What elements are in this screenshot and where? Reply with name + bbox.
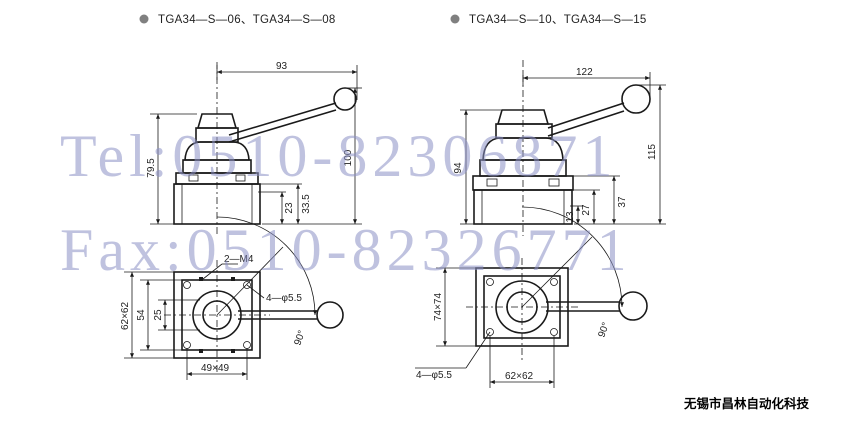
right-dim-height-total: 115 (647, 144, 658, 160)
left-dim-outer-square: 62×62 (120, 302, 131, 331)
right-model-title: TGA34—S—10、TGA34—S—15 (469, 14, 647, 26)
right-dim-height-body: 94 (453, 162, 464, 174)
right-dim-height-mid: 27 (581, 204, 592, 216)
left-title-group: TGA34—S—06、TGA34—S—08 (139, 14, 336, 26)
right-dim-height-base: 37 (617, 196, 628, 208)
left-model-title: TGA34—S—06、TGA34—S—08 (158, 14, 336, 26)
left-plan-handle-ball (316, 301, 344, 329)
left-plan-view: 90° 2—M4 4—φ5.5 62×62 54 25 49×49 (120, 216, 344, 380)
left-dim-height-body: 79.5 (146, 158, 157, 178)
right-title-group: TGA34—S—10、TGA34—S—15 (450, 14, 647, 26)
company-name: 无锡市昌林自动化科技 (683, 396, 810, 411)
right-dim-angle: 90° (596, 321, 612, 339)
right-dim-height-low: 13 (565, 211, 576, 223)
left-dim-inner-h: 54 (136, 309, 147, 321)
left-elevation-view: 93 100 79.5 33.5 23 (146, 61, 362, 236)
right-dim-outer-square: 74×74 (433, 293, 444, 322)
left-dim-bottom-square: 49×49 (201, 363, 230, 374)
right-handle-ball (621, 84, 651, 114)
right-plan-handle-ball (618, 291, 648, 321)
left-handle-ball (333, 87, 357, 111)
right-dim-width: 122 (576, 67, 593, 78)
left-dim-height-base-low: 23 (284, 202, 295, 214)
right-plan-view: 90° 74×74 4—φ5.5 62×62 (415, 206, 648, 388)
left-dim-port-h: 25 (153, 309, 164, 321)
watermark-fax: Fax:0510-82326771 (60, 217, 632, 283)
left-dim-height-base: 33.5 (301, 194, 312, 214)
left-dim-height-total: 100 (343, 149, 354, 166)
right-dim-bottom-square: 62×62 (505, 371, 534, 382)
left-title-bullet (139, 14, 149, 24)
left-dim-width: 93 (276, 61, 288, 72)
left-dim-angle: 90° (292, 329, 308, 347)
left-label-bolt: 2—M4 (224, 254, 254, 265)
right-title-bullet (450, 14, 460, 24)
watermark-tel: Tel:0510-82306871 (60, 123, 617, 189)
right-label-holes: 4—φ5.5 (416, 370, 452, 381)
left-label-holes: 4—φ5.5 (266, 293, 302, 304)
